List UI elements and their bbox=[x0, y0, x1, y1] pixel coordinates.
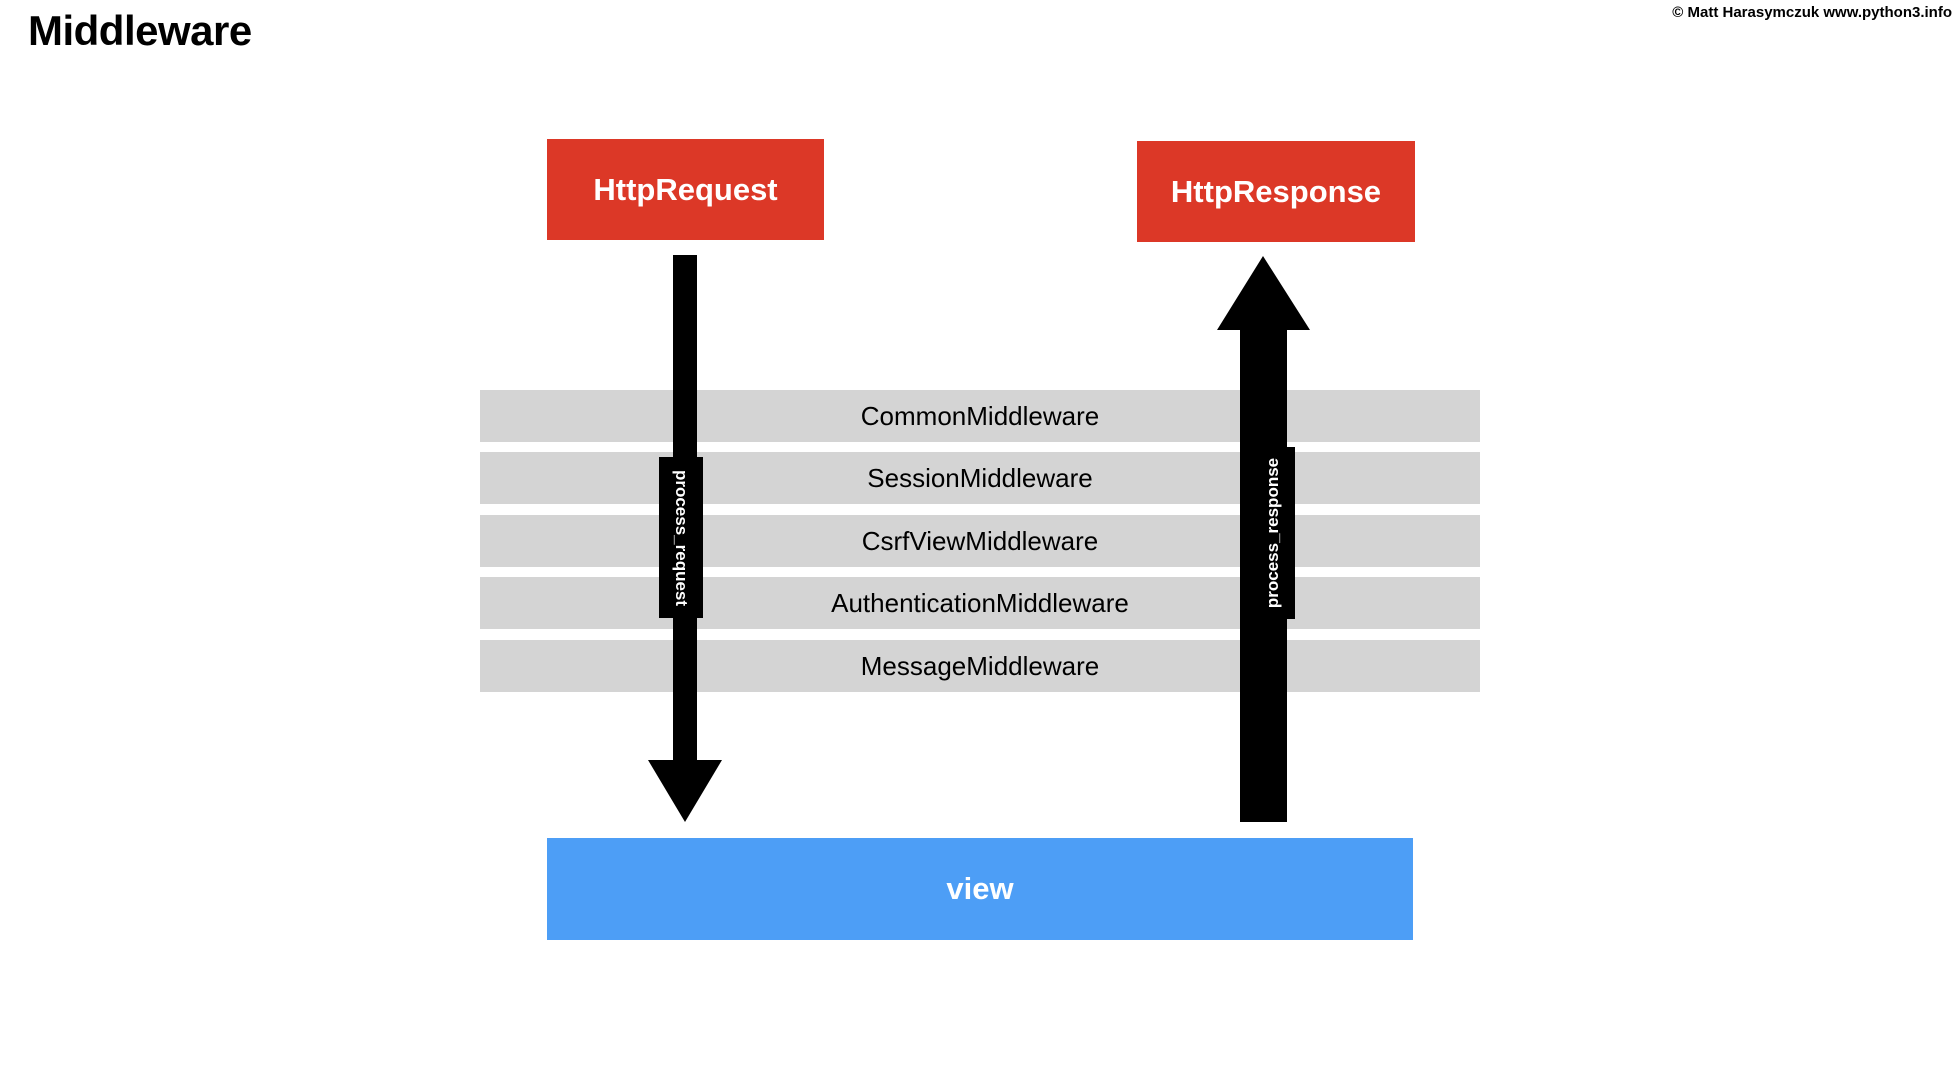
middleware-row: MessageMiddleware bbox=[480, 640, 1480, 692]
middleware-row: AuthenticationMiddleware bbox=[480, 577, 1480, 629]
copyright-notice: © Matt Harasymczuk www.python3.info bbox=[1672, 4, 1952, 21]
http-response-box: HttpResponse bbox=[1137, 141, 1415, 242]
http-request-box: HttpRequest bbox=[547, 139, 824, 240]
process-request-label: process_request bbox=[659, 457, 703, 618]
process-response-label-text: process_response bbox=[1263, 457, 1282, 609]
middleware-row: CsrfViewMiddleware bbox=[480, 515, 1480, 567]
process-response-label: process_response bbox=[1251, 447, 1295, 619]
process-request-label-text: process_request bbox=[672, 469, 692, 606]
middleware-row: CommonMiddleware bbox=[480, 390, 1480, 442]
view-box: view bbox=[547, 838, 1413, 940]
page-title: Middleware bbox=[28, 7, 252, 54]
middleware-row: SessionMiddleware bbox=[480, 452, 1480, 504]
